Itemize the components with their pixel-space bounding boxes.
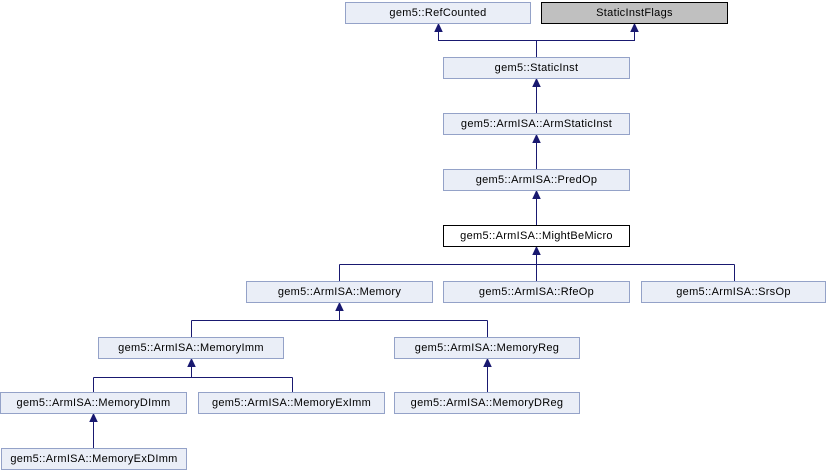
class-node-refcounted[interactable]: gem5::RefCounted bbox=[345, 2, 531, 24]
class-node-memoryreg[interactable]: gem5::ArmISA::MemoryReg bbox=[394, 337, 580, 359]
class-node-memoryeximm[interactable]: gem5::ArmISA::MemoryExImm bbox=[198, 392, 385, 414]
class-node-rfeop[interactable]: gem5::ArmISA::RfeOp bbox=[443, 281, 630, 303]
class-node-memoryimm[interactable]: gem5::ArmISA::MemoryImm bbox=[98, 337, 284, 359]
arrowhead-icon bbox=[89, 412, 98, 422]
class-node-staticinst[interactable]: gem5::StaticInst bbox=[443, 57, 630, 79]
arrowhead-icon bbox=[532, 189, 541, 199]
class-node-memorydreg[interactable]: gem5::ArmISA::MemoryDReg bbox=[394, 392, 580, 414]
edge-children-to-memory bbox=[191, 310, 488, 337]
class-node-mightbemicro: gem5::ArmISA::MightBeMicro bbox=[443, 225, 630, 247]
arrowhead-icon bbox=[187, 357, 196, 367]
class-node-memory[interactable]: gem5::ArmISA::Memory bbox=[246, 281, 433, 303]
arrowhead-icon bbox=[335, 301, 344, 311]
arrowhead-icon bbox=[434, 22, 443, 32]
class-node-predop[interactable]: gem5::ArmISA::PredOp bbox=[443, 169, 630, 191]
arrowhead-icon bbox=[483, 357, 492, 367]
class-node-memoryexdimm[interactable]: gem5::ArmISA::MemoryExDImm bbox=[1, 448, 187, 470]
edge-children-to-mightbemicro bbox=[339, 254, 735, 281]
arrowhead-icon bbox=[532, 133, 541, 143]
class-node-staticinstflags: StaticInstFlags bbox=[541, 2, 728, 24]
class-node-srsop[interactable]: gem5::ArmISA::SrsOp bbox=[641, 281, 826, 303]
arrowhead-icon bbox=[630, 22, 639, 32]
class-node-memorydimm[interactable]: gem5::ArmISA::MemoryDImm bbox=[0, 392, 187, 414]
arrowhead-icon bbox=[532, 245, 541, 255]
edge-children-to-memoryimm bbox=[93, 366, 293, 392]
arrowhead-icon bbox=[532, 77, 541, 87]
edge-staticinst-to-parents bbox=[438, 31, 635, 57]
class-node-armstaticinst[interactable]: gem5::ArmISA::ArmStaticInst bbox=[443, 113, 630, 135]
